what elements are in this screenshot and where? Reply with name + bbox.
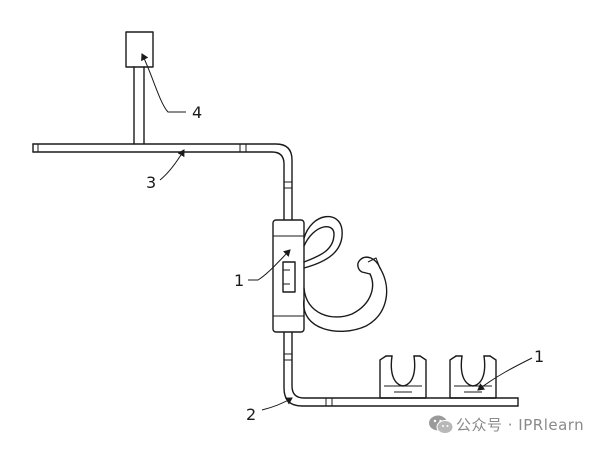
lower-pipe	[283, 329, 519, 407]
label-1-main: 1	[234, 271, 244, 290]
leader-1-pipe	[477, 357, 533, 391]
watermark-text: 公众号 · IPRlearn	[456, 416, 585, 434]
leader-3	[159, 149, 185, 181]
upper-bar	[32, 143, 293, 223]
pipe-clip-left	[379, 355, 427, 399]
pipe-clip-right	[449, 355, 497, 399]
leader-2	[261, 397, 293, 411]
label-2: 2	[246, 405, 256, 424]
leader-1-main	[248, 249, 291, 281]
leader-4	[141, 53, 186, 113]
wechat-icon	[429, 415, 454, 434]
label-1-pipe: 1	[534, 347, 544, 366]
main-clip	[272, 215, 388, 333]
top-block	[125, 31, 154, 145]
label-3: 3	[146, 173, 156, 192]
label-4: 4	[192, 103, 202, 122]
